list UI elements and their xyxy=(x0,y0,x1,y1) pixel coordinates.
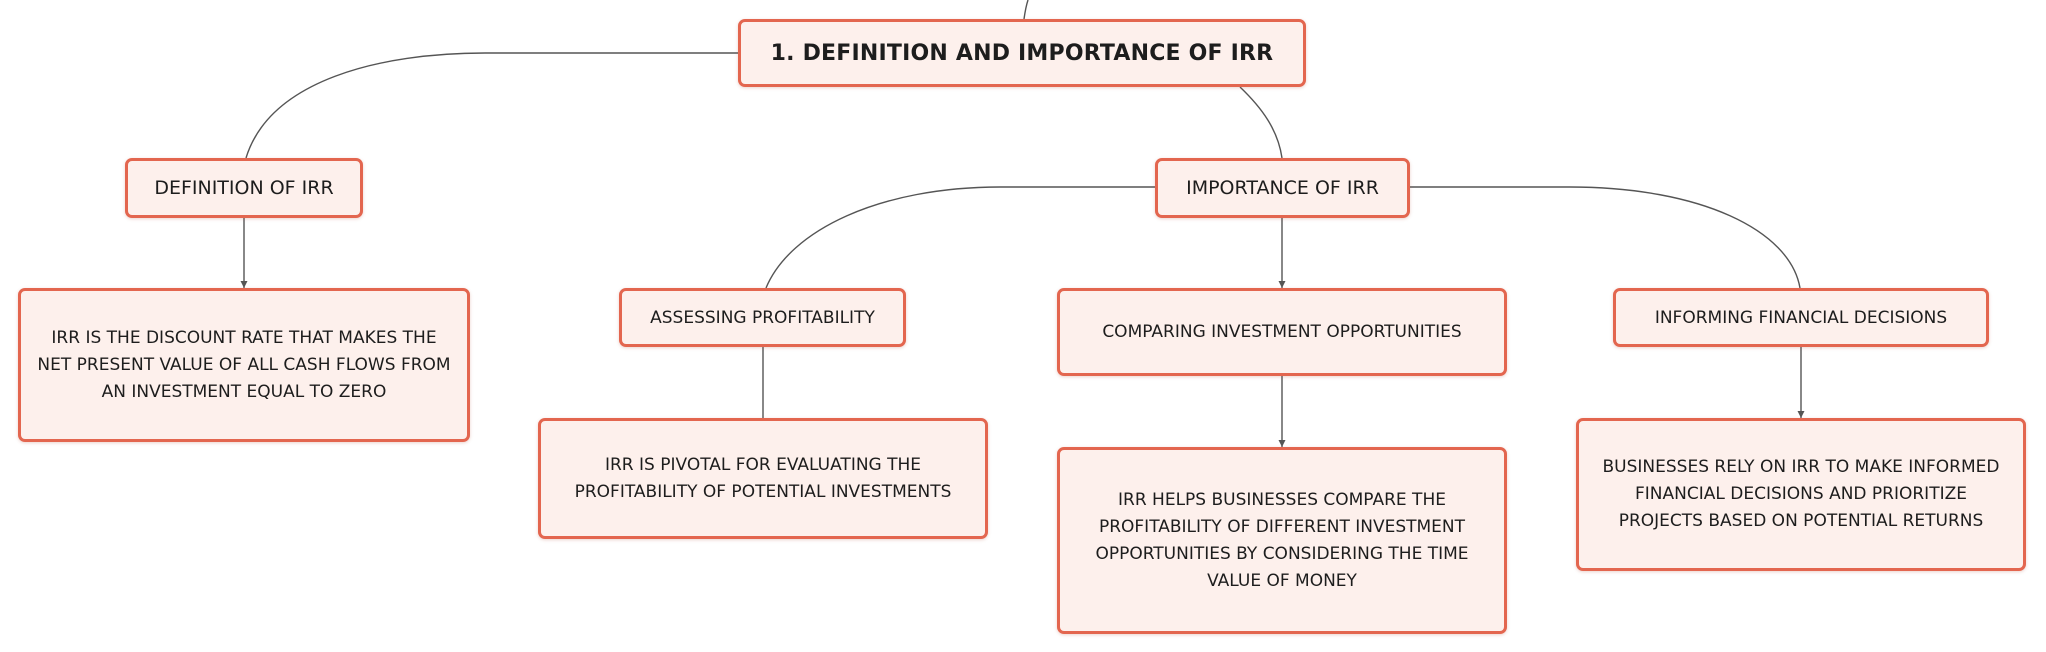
node-informing-label: Informing Financial Decisions xyxy=(1654,307,1948,328)
arrowhead-comparing-text xyxy=(1278,440,1286,447)
node-profitability-text-label: IRR is pivotal for evaluating the profit… xyxy=(574,454,952,502)
node-definition-text-label: IRR is the discount rate that makes the … xyxy=(37,327,451,402)
node-definition[interactable]: Definition of IRR xyxy=(125,158,363,218)
node-informing-text-label: Businesses rely on IRR to make informed … xyxy=(1602,457,2000,531)
connector-importance-to-profitability xyxy=(765,186,1155,289)
node-importance-label: Importance of IRR xyxy=(1186,177,1379,199)
node-comparing-label: Comparing Investment Opportunities xyxy=(1102,322,1462,342)
connector-importance-to-informing xyxy=(1410,186,1801,289)
node-definition-text[interactable]: IRR is the discount rate that makes the … xyxy=(18,288,470,442)
connector-parent-to-root xyxy=(1023,0,1029,20)
node-definition-label: Definition of IRR xyxy=(154,177,334,199)
node-informing-text[interactable]: Businesses rely on IRR to make informed … xyxy=(1576,418,2026,571)
node-profitability-label: Assessing Profitability xyxy=(650,307,875,328)
node-root[interactable]: 1. Definition and Importance of IRR xyxy=(738,19,1306,87)
connector-root-to-definition xyxy=(245,52,738,159)
node-comparing-text-label: IRR helps businesses compare the profita… xyxy=(1095,489,1469,591)
node-root-label: 1. Definition and Importance of IRR xyxy=(770,40,1274,66)
node-comparing[interactable]: Comparing Investment Opportunities xyxy=(1057,288,1507,376)
node-profitability[interactable]: Assessing Profitability xyxy=(619,288,906,347)
arrowhead-comparing xyxy=(1278,281,1286,288)
node-importance[interactable]: Importance of IRR xyxy=(1155,158,1410,218)
connector-root-to-importance xyxy=(1239,86,1283,159)
node-informing[interactable]: Informing Financial Decisions xyxy=(1613,288,1989,347)
node-comparing-text[interactable]: IRR helps businesses compare the profita… xyxy=(1057,447,1507,634)
arrowhead-informing-text xyxy=(1797,411,1805,418)
arrowhead-definition-text xyxy=(240,281,248,288)
node-profitability-text[interactable]: IRR is pivotal for evaluating the profit… xyxy=(538,418,988,539)
